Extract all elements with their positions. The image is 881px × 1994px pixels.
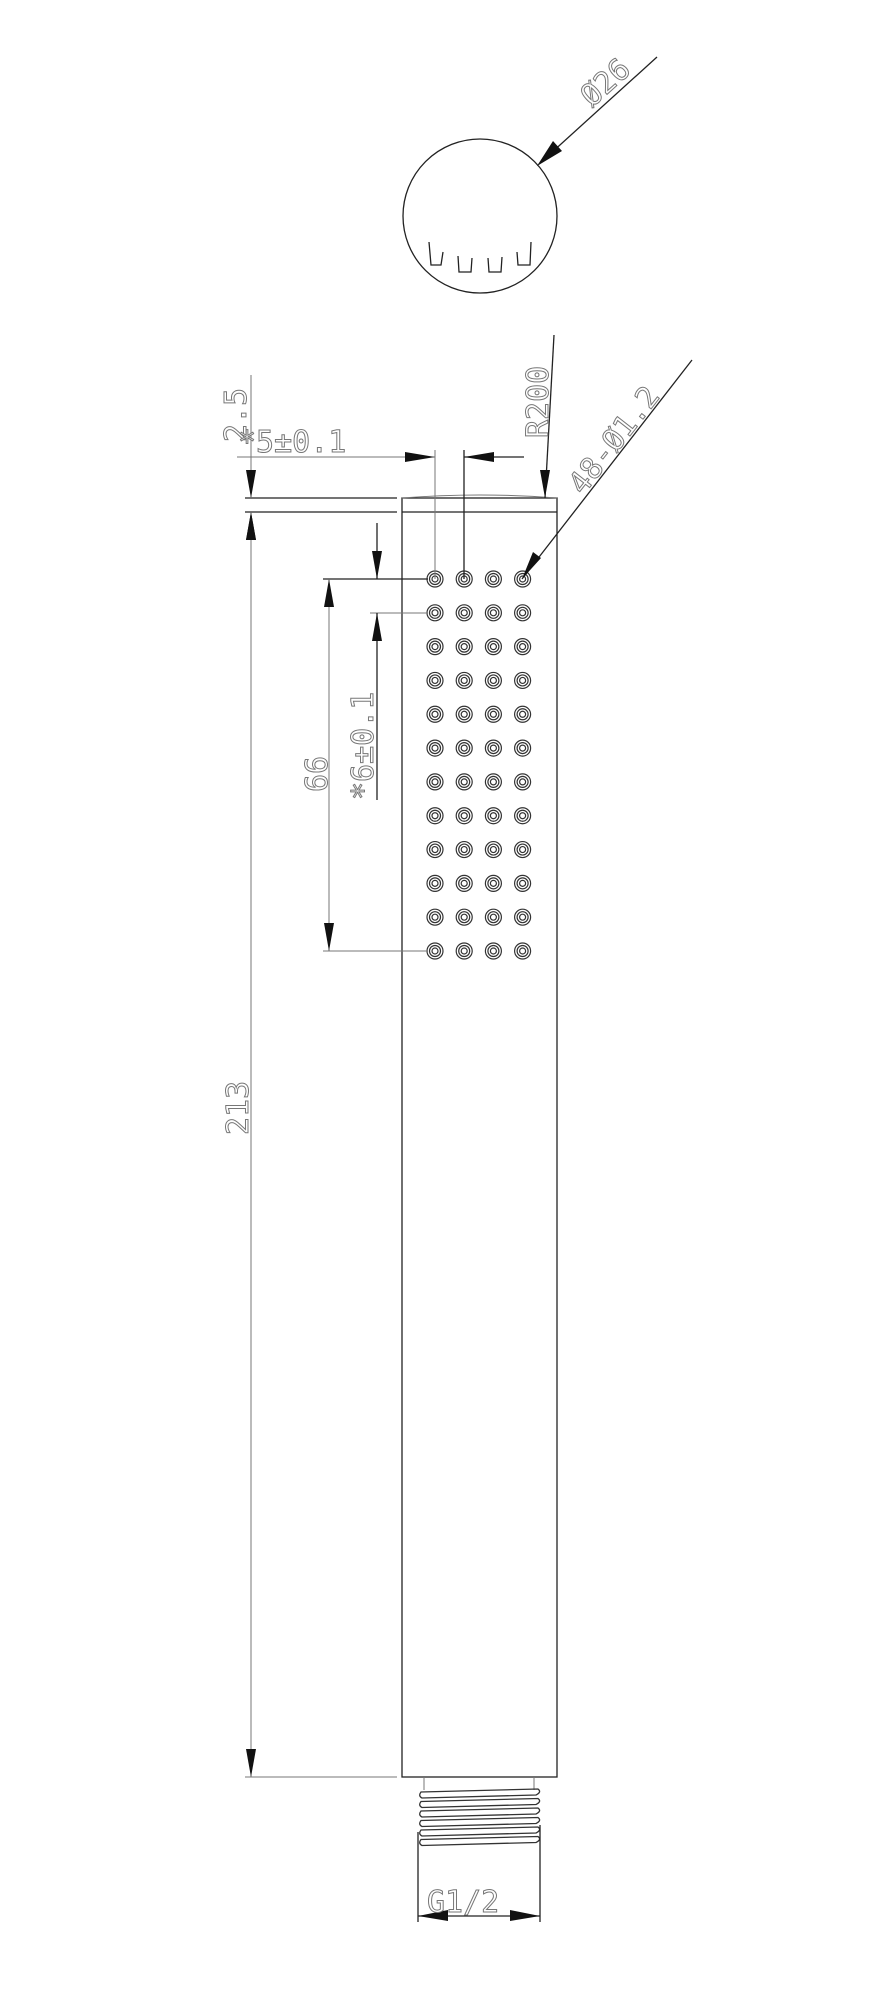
spray-hole <box>426 942 444 960</box>
spray-hole <box>426 739 444 757</box>
spray-hole <box>513 604 532 622</box>
spray-hole <box>513 705 532 723</box>
overall-length-label: 213 <box>221 1081 256 1135</box>
thread-ridge <box>419 1788 541 1799</box>
thread-ridge <box>419 1807 541 1818</box>
spray-hole <box>484 773 502 791</box>
overall-length-dimension: 213 <box>221 512 397 1778</box>
spray-hole <box>513 942 532 960</box>
radius-label: R200 <box>521 366 556 438</box>
spray-hole <box>513 739 532 757</box>
spray-hole <box>513 671 532 690</box>
thread-ridge <box>419 1797 541 1809</box>
thread-connector <box>419 1777 541 1847</box>
spray-hole <box>455 874 473 892</box>
diameter-leader <box>538 56 658 165</box>
end-view: Ø26 <box>402 51 658 294</box>
spray-hole <box>513 570 532 588</box>
spray-hole <box>484 638 502 656</box>
spray-hole <box>455 908 473 926</box>
spray-hole <box>455 773 473 791</box>
spray-hole-grid <box>426 570 532 960</box>
spray-hole <box>484 908 502 926</box>
hole-pitch-y-label: *6±0.1 <box>346 692 381 800</box>
diameter-label: Ø26 <box>574 52 638 114</box>
spray-hole <box>513 874 532 892</box>
spray-hole <box>513 638 532 656</box>
spray-hole <box>426 840 444 859</box>
spray-hole <box>484 604 502 622</box>
spray-hole <box>484 570 502 588</box>
radius-dimension: R200 <box>521 334 557 499</box>
thread-ridge <box>419 1835 541 1847</box>
end-view-circle <box>402 138 558 294</box>
top-thickness-label: 2.5 <box>219 388 254 442</box>
spray-hole <box>513 773 532 791</box>
spray-hole <box>484 705 502 723</box>
hole-pitch-x-label: *5±0.1 <box>238 425 346 460</box>
hole-pitch-y-dimension: *6±0.1 <box>346 523 428 801</box>
hole-pitch-x-dimension: *5±0.1 <box>237 425 524 579</box>
spray-hole <box>455 840 473 859</box>
thread-ridge <box>419 1816 541 1828</box>
spray-hole <box>513 840 532 859</box>
spray-hole <box>426 671 444 690</box>
spray-hole <box>484 739 502 757</box>
holes-label: 48-Ø1.2 <box>562 380 667 501</box>
spray-hole <box>484 807 502 825</box>
thread-label: G1/2 <box>427 1885 499 1920</box>
spray-hole <box>455 604 473 622</box>
spray-hole <box>455 942 473 960</box>
spray-hole <box>513 807 532 825</box>
spray-hole <box>455 705 473 723</box>
spray-hole <box>455 807 473 825</box>
spray-hole <box>455 638 473 656</box>
hole-pattern-length-label: 66 <box>300 756 335 792</box>
thread-dimension: G1/2 <box>417 1825 541 1922</box>
spray-hole <box>484 942 502 960</box>
handle-body <box>401 494 558 1778</box>
spray-hole <box>484 671 502 690</box>
spray-hole <box>426 638 444 656</box>
diameter-arrow <box>537 141 562 166</box>
spray-hole <box>426 807 444 825</box>
spray-hole <box>426 705 444 723</box>
spray-hole <box>426 874 444 892</box>
top-thickness-dimension: 2.5 <box>219 375 397 540</box>
thread-ridge <box>419 1826 541 1837</box>
spray-hole <box>455 671 473 690</box>
spray-hole <box>426 604 444 622</box>
end-view-nozzles <box>428 241 532 273</box>
spray-hole <box>455 739 473 757</box>
spray-hole <box>484 840 502 859</box>
spray-hole <box>426 773 444 791</box>
spray-hole <box>426 908 444 926</box>
spray-hole <box>513 908 532 926</box>
hole-pattern-length-dimension: 66 <box>300 578 428 952</box>
spray-hole <box>484 874 502 892</box>
